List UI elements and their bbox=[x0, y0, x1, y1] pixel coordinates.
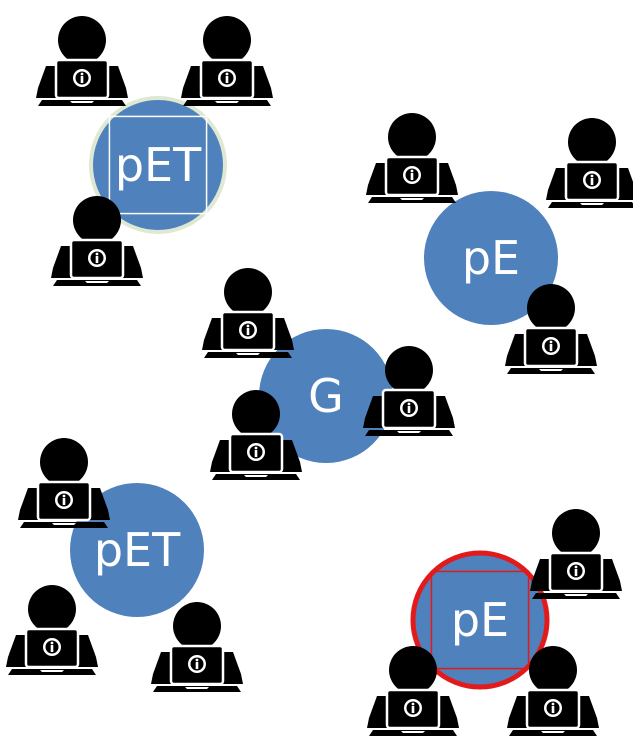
person-at-laptop-icon bbox=[544, 116, 633, 210]
person-at-laptop-icon bbox=[34, 14, 130, 108]
node-circle bbox=[424, 191, 558, 325]
person-at-laptop-icon bbox=[4, 583, 100, 677]
node-label: pET bbox=[115, 138, 202, 192]
person-at-laptop-icon bbox=[528, 507, 624, 601]
node-pe-1: pE bbox=[424, 191, 558, 325]
selection-square bbox=[108, 115, 208, 215]
node-label: pE bbox=[451, 593, 509, 647]
node-circle bbox=[410, 550, 550, 690]
person-at-laptop-icon bbox=[149, 600, 245, 694]
selection-square bbox=[430, 570, 530, 670]
person-at-laptop-icon bbox=[200, 266, 296, 360]
node-g-2: G bbox=[259, 329, 393, 463]
person-at-laptop-icon bbox=[179, 14, 275, 108]
person-at-laptop-icon bbox=[364, 111, 460, 205]
node-label: pE bbox=[462, 231, 520, 285]
node-pet-0: pET bbox=[89, 96, 227, 234]
person-at-laptop-icon bbox=[16, 436, 112, 530]
node-label: G bbox=[308, 369, 344, 423]
node-circle bbox=[259, 329, 393, 463]
node-pe-4: pE bbox=[410, 550, 550, 690]
node-circle bbox=[89, 96, 227, 234]
node-label: pET bbox=[94, 523, 181, 577]
